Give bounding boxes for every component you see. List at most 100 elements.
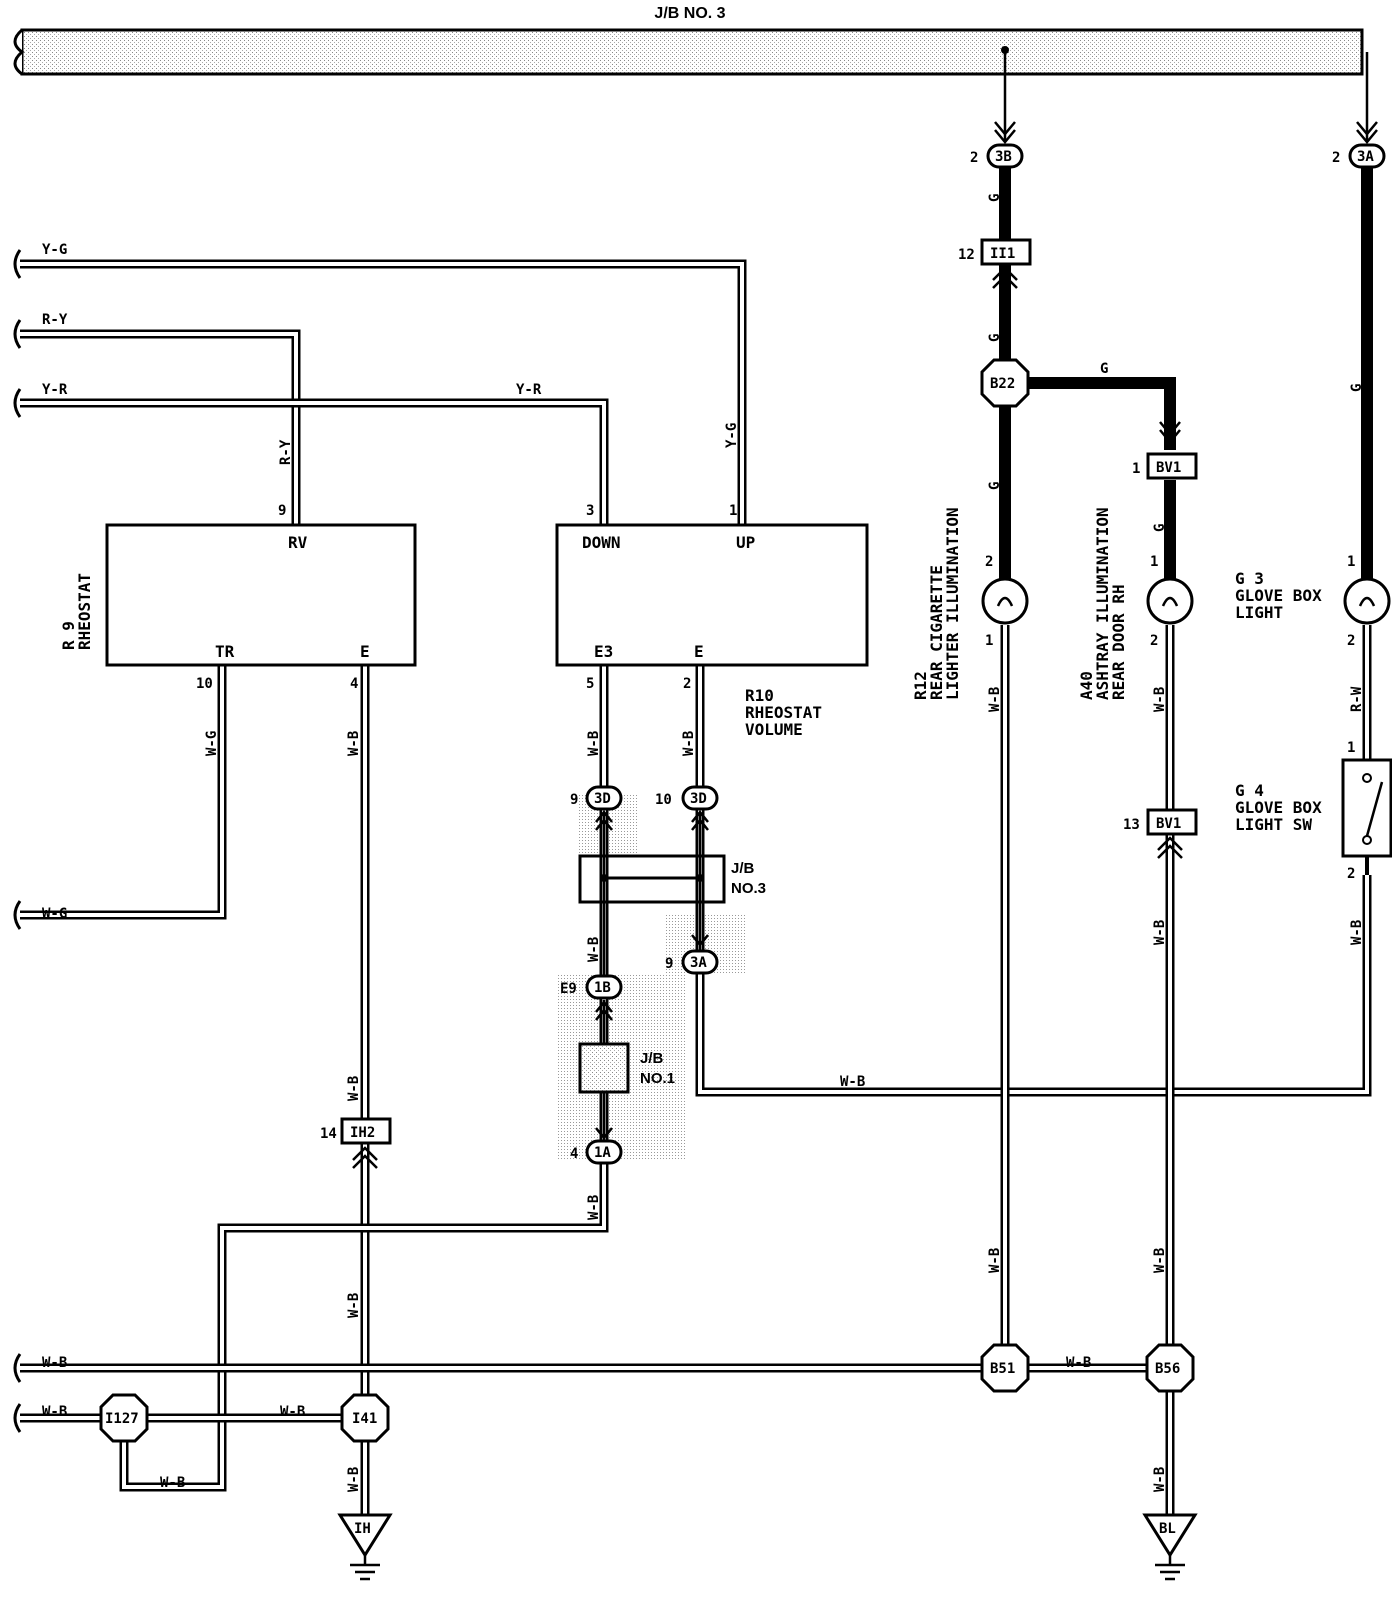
svg-text:1: 1 xyxy=(1150,554,1158,570)
svg-text:BV1: BV1 xyxy=(1156,816,1181,832)
wire-label-wb-ih: W-B xyxy=(346,1467,362,1492)
wire-label-wb-r12: W-B xyxy=(987,687,1003,712)
connector-ih2: IH2 14 xyxy=(320,1117,392,1169)
wire-label-wb-b51-b56: W-B xyxy=(1066,1355,1091,1371)
splice-b51: B51 xyxy=(980,1343,1030,1393)
svg-text:G 4: G 4 xyxy=(1235,781,1264,800)
lamp-a40: 1 2 A40 ASHTRAY ILLUMINATION REAR DOOR R… xyxy=(1077,507,1194,700)
svg-text:3A: 3A xyxy=(690,955,707,971)
lamp-r12: 2 1 R12 REAR CIGARETTE LIGHTER ILLUMINAT… xyxy=(911,507,1029,700)
connector-bv1-top: BV1 1 xyxy=(1132,452,1198,480)
svg-text:R12: R12 xyxy=(911,671,930,700)
svg-text:1: 1 xyxy=(985,633,993,649)
wire-label-y-r-mid: Y-R xyxy=(516,382,542,398)
svg-text:2: 2 xyxy=(970,150,978,166)
wire-label-g-6: G xyxy=(1349,384,1365,392)
lamp-g3: 1 2 G 3 GLOVE BOX LIGHT xyxy=(1235,554,1391,649)
r9-pinnum-e: 4 xyxy=(350,676,358,692)
wire-label-r9-e: W-B xyxy=(346,731,362,756)
splice-b22: B22 xyxy=(980,358,1030,408)
svg-text:II1: II1 xyxy=(990,246,1015,262)
r10-pinnum-down: 3 xyxy=(586,503,594,519)
connector-3a-top: 3A 2 xyxy=(1332,143,1386,169)
svg-text:B51: B51 xyxy=(990,1361,1015,1377)
r9-rheostat: RV TR E 9 10 4 R 9 RHEOSTAT xyxy=(59,503,417,692)
svg-text:2: 2 xyxy=(1347,633,1355,649)
r9-desc: RHEOSTAT xyxy=(75,573,94,650)
left-wires xyxy=(13,249,1372,1515)
svg-text:1B: 1B xyxy=(594,980,611,996)
connector-ii1: II1 12 xyxy=(958,238,1032,289)
jb1-box: J/B NO.1 xyxy=(578,1042,675,1094)
svg-text:IH2: IH2 xyxy=(350,1125,375,1141)
wire-label-wb-jb: W-B xyxy=(586,937,602,962)
r9-pin-rv: RV xyxy=(288,533,308,552)
switch-g4: 1 2 G 4 GLOVE BOX LIGHT SW xyxy=(1235,740,1392,882)
svg-text:LIGHT SW: LIGHT SW xyxy=(1235,815,1312,834)
ground-ih: IH xyxy=(337,1513,393,1581)
svg-text:14: 14 xyxy=(320,1126,337,1142)
wire-label-g-3: G xyxy=(987,482,1003,490)
svg-text:GLOVE BOX: GLOVE BOX xyxy=(1235,586,1322,605)
r10-pin-e: E xyxy=(694,642,704,661)
r10-pin-down: DOWN xyxy=(582,533,621,552)
svg-text:G 3: G 3 xyxy=(1235,569,1264,588)
wire-label-w-b2: W-B xyxy=(42,1404,67,1420)
connector-3d-b: 3D 10 xyxy=(655,785,719,811)
splice-i127: I127 xyxy=(99,1393,149,1443)
svg-text:1A: 1A xyxy=(594,1145,611,1161)
svg-text:REAR CIGARETTE: REAR CIGARETTE xyxy=(927,565,946,700)
svg-text:3D: 3D xyxy=(594,791,611,807)
wire-label-g-4: G xyxy=(1100,361,1108,377)
svg-text:GLOVE BOX: GLOVE BOX xyxy=(1235,798,1322,817)
svg-text:LIGHTER ILLUMINATION: LIGHTER ILLUMINATION xyxy=(943,507,962,700)
r10-pinnum-e: 2 xyxy=(683,676,691,692)
svg-text:A40: A40 xyxy=(1077,671,1096,700)
r10-pinnum-up: 1 xyxy=(729,503,737,519)
wire-label-wb-bl: W-B xyxy=(1152,1467,1168,1492)
svg-text:2: 2 xyxy=(985,554,993,570)
wire-label-wb-i41: W-B xyxy=(280,1404,305,1420)
svg-text:E9: E9 xyxy=(560,981,577,997)
svg-text:LIGHT: LIGHT xyxy=(1235,603,1283,622)
r10-rheostat-volume: DOWN UP E3 E 3 1 5 2 R10 RHEOSTAT VOLUME xyxy=(555,503,869,739)
wire-label-w-g: W-G xyxy=(42,906,67,922)
svg-text:9: 9 xyxy=(665,956,673,972)
r9-pin-e: E xyxy=(360,642,370,661)
wire-label-wb-ih2: W-B xyxy=(346,1076,362,1101)
r9-pinnum-tr: 10 xyxy=(196,676,213,692)
svg-text:B22: B22 xyxy=(990,376,1015,392)
svg-text:12: 12 xyxy=(958,247,975,263)
svg-text:3A: 3A xyxy=(1357,149,1374,165)
connector-1b: 1B E9 xyxy=(560,974,623,1000)
svg-text:REAR DOOR RH: REAR DOOR RH xyxy=(1109,584,1128,700)
wire-label-r10-up: Y-G xyxy=(724,423,740,448)
r10-pin-up: UP xyxy=(736,533,755,552)
wire-label-g-2: G xyxy=(987,334,1003,342)
connector-1a: 1A 4 xyxy=(570,1139,623,1165)
wire-label-wb-ih2-low: W-B xyxy=(346,1293,362,1318)
r9-pinnum-rv: 9 xyxy=(278,503,286,519)
svg-text:9: 9 xyxy=(570,792,578,808)
wire-label-y-g: Y-G xyxy=(42,242,67,258)
connector-3d-a: 3D 9 xyxy=(570,785,623,811)
svg-text:1: 1 xyxy=(1347,740,1355,756)
wire-label-r10-e3: W-B xyxy=(586,731,602,756)
wire-label-wb-bv1: W-B xyxy=(1152,920,1168,945)
svg-text:2: 2 xyxy=(1347,866,1355,882)
wire-label-r-w: R-W xyxy=(1349,686,1365,712)
splice-i41: I41 xyxy=(340,1393,390,1443)
wire-label-wb-g4: W-B xyxy=(1349,920,1365,945)
svg-text:I127: I127 xyxy=(105,1411,139,1427)
svg-text:B56: B56 xyxy=(1155,1361,1180,1377)
connector-3b-top: 3B 2 xyxy=(970,143,1024,169)
wire-label-wb-a40-low: W-B xyxy=(1152,1248,1168,1273)
wire-label-g-1: G xyxy=(987,194,1003,202)
svg-text:4: 4 xyxy=(570,1146,578,1162)
r10-pin-e3: E3 xyxy=(594,642,613,661)
ground-bl: BL xyxy=(1142,1513,1198,1581)
svg-text:J/B: J/B xyxy=(640,1050,664,1067)
svg-text:BV1: BV1 xyxy=(1156,460,1181,476)
svg-text:2: 2 xyxy=(1332,150,1340,166)
thick-g-wires xyxy=(994,46,1378,580)
